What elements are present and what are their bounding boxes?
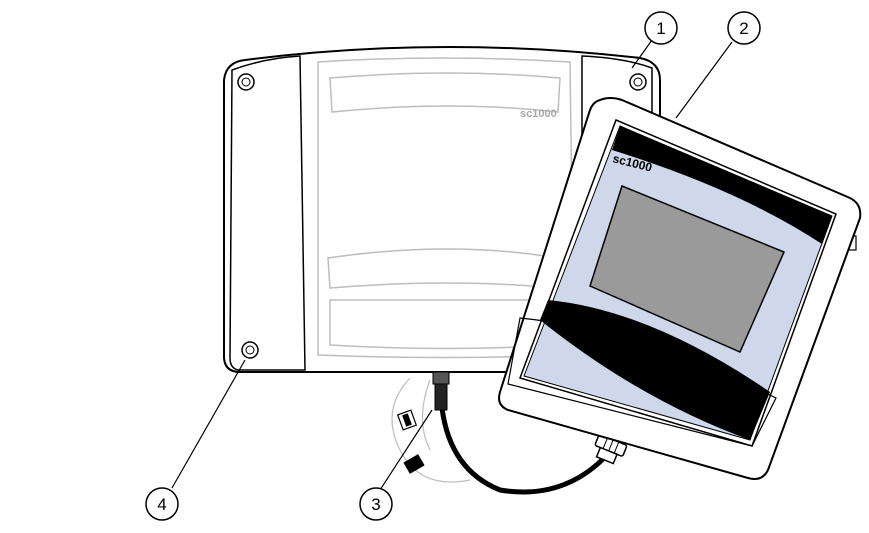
probe-module-upper-recess — [329, 72, 561, 113]
display-bottom-band — [540, 300, 770, 440]
svg-text:3: 3 — [371, 495, 380, 514]
screw-icon — [629, 73, 647, 91]
callout-1: 1 — [644, 11, 678, 45]
callout-lines — [171, 39, 733, 491]
display-top-band — [612, 126, 832, 244]
cable-line — [439, 405, 605, 495]
svg-text:1: 1 — [656, 19, 665, 38]
svg-text:4: 4 — [157, 495, 166, 514]
screw-icon — [237, 73, 255, 91]
display-module: sc1000 — [498, 97, 862, 480]
svg-text:2: 2 — [739, 19, 748, 38]
probe-module-left-panel — [229, 55, 306, 371]
display-screen — [589, 184, 785, 353]
screw-icon — [241, 341, 259, 359]
callout-4: 4 — [145, 487, 179, 521]
cable-connector-icon — [432, 371, 450, 411]
probe-module-brand-label: sc1000 — [520, 108, 557, 120]
callout-3: 3 — [359, 487, 393, 521]
display-module-lip — [507, 317, 777, 447]
connector-cap-icon — [403, 454, 425, 474]
connector-cap-icon — [396, 409, 418, 431]
callout-2: 2 — [727, 11, 761, 45]
